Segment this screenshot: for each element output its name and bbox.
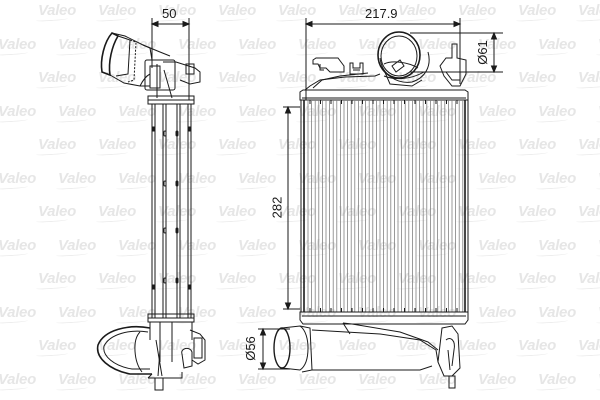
- side-bottom-elbow-pipe: [96, 313, 206, 391]
- front-core: [300, 99, 469, 313]
- dimension-label-inlet-diameter: Ø56: [242, 336, 258, 361]
- dimension-core-height: [283, 105, 300, 311]
- front-bottom-tank: [299, 311, 469, 325]
- dimension-side-width: [150, 18, 191, 100]
- front-view: [258, 18, 503, 389]
- dimension-label-core-height: 282: [269, 196, 285, 219]
- front-inlet-pipe: [273, 322, 461, 389]
- dimension-label-side-width: 50: [162, 6, 177, 21]
- core-fins: [307, 100, 464, 312]
- front-top-tank: [299, 31, 469, 101]
- dimension-overall-width: [304, 18, 462, 100]
- side-core: [151, 104, 192, 318]
- side-top-bracket: [144, 59, 201, 105]
- side-view: [96, 18, 206, 391]
- dimension-label-outlet-diameter: Ø61: [474, 40, 490, 65]
- dimension-label-overall-width: 217.9: [365, 6, 398, 21]
